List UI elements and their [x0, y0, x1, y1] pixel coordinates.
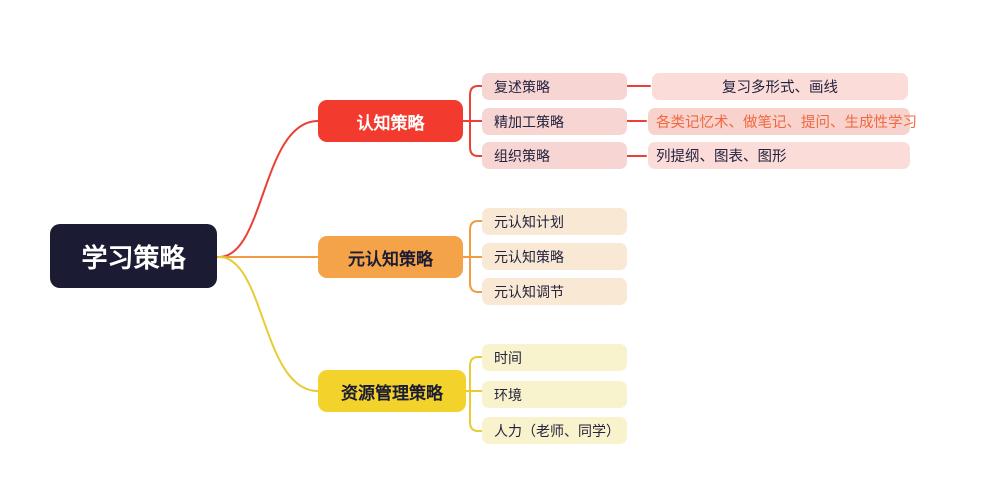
branch-node-resource[interactable]: 资源管理策略 [318, 370, 466, 412]
connector-resource-children [465, 356, 483, 432]
connector-metacognitive-children [462, 220, 483, 293]
child-node-meta-strategy[interactable]: 元认知策略 [482, 243, 627, 270]
branch-node-metacognitive[interactable]: 元认知策略 [318, 236, 463, 278]
connector-root-cognitive [218, 120, 319, 258]
child-node-environment[interactable]: 环境 [482, 381, 627, 408]
branch-node-cognitive[interactable]: 认知策略 [318, 100, 463, 142]
child-node-rehearsal[interactable]: 复述策略 [482, 73, 627, 100]
child-node-organization[interactable]: 组织策略 [482, 142, 627, 169]
child-node-meta-plan[interactable]: 元认知计划 [482, 208, 627, 235]
child-node-people[interactable]: 人力（老师、同学） [482, 417, 627, 444]
leaf-note-rehearsal[interactable]: 复习多形式、画线 [652, 73, 908, 100]
connector-root-resource [218, 256, 319, 392]
leaf-note-organization[interactable]: 列提纲、图表、图形 [648, 142, 910, 169]
child-node-time[interactable]: 时间 [482, 344, 627, 371]
root-node[interactable]: 学习策略 [50, 224, 217, 288]
child-node-meta-regulation[interactable]: 元认知调节 [482, 278, 627, 305]
child-node-elaboration[interactable]: 精加工策略 [482, 108, 627, 135]
leaf-note-elaboration[interactable]: 各类记忆术、做笔记、提问、生成性学习 [648, 108, 917, 135]
connector-cognitive-children [462, 85, 483, 157]
connector-cognitive-notes [626, 85, 651, 157]
